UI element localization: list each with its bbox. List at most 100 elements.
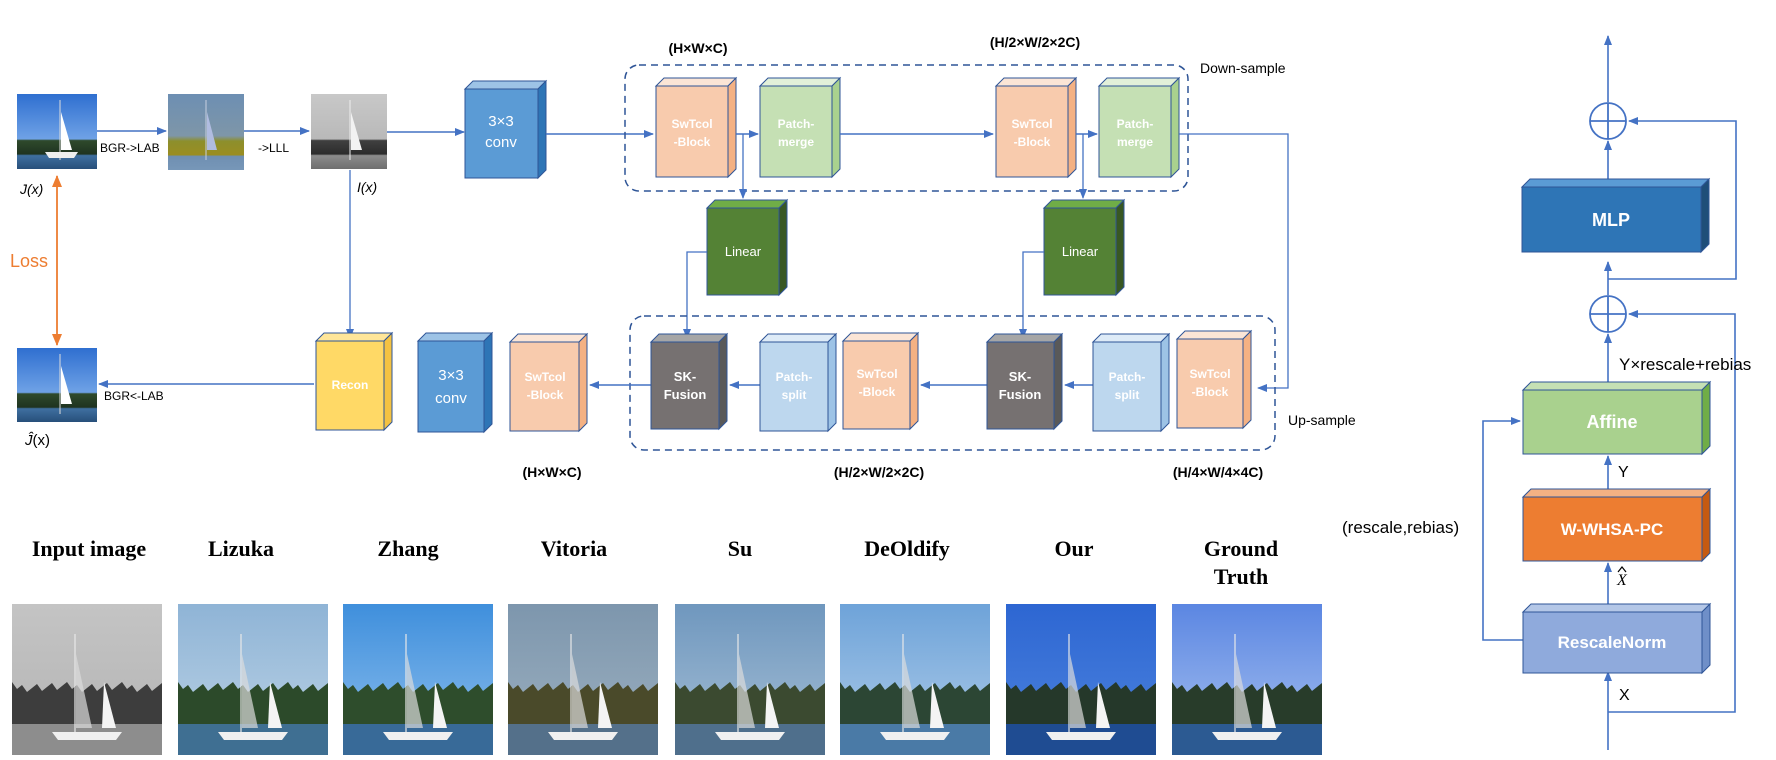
- patchmerge2-line2: merge: [1117, 135, 1153, 149]
- conv-top-line2: conv: [485, 134, 517, 151]
- bgr-back-label: BGR<-LAB: [104, 389, 164, 403]
- swtcol-in-line1: SwTcol: [1189, 367, 1230, 381]
- input-caption: J(x): [19, 181, 43, 197]
- recon-label: Recon: [332, 378, 369, 392]
- affine-out-label: Y×rescale+rebias: [1619, 355, 1751, 374]
- side-path: [1482, 417, 1523, 641]
- swtcol-out-line2: -Block: [527, 388, 564, 402]
- upsample-label: Up-sample: [1288, 412, 1356, 428]
- upsample-region: [629, 315, 1276, 451]
- patchsplit2-line1: Patch-: [1109, 370, 1146, 384]
- patch-split-block-1: [758, 332, 838, 433]
- bgr-lab-label: BGR->LAB: [100, 141, 160, 155]
- header-zhang: Zhang: [377, 536, 438, 561]
- linear-block-1: [705, 198, 789, 297]
- rescalenorm-block: [1521, 602, 1712, 675]
- conv-top-line1: 3×3: [488, 113, 513, 130]
- output-caption: Ĵ(x): [24, 432, 50, 449]
- patch-split-block-2: [1091, 332, 1171, 433]
- residual-input: [1608, 310, 1736, 713]
- comparison-image-zhang: [343, 604, 493, 755]
- comparison-headers: Input image Lizuka Zhang Vitoria Su DeOl…: [32, 536, 1278, 589]
- swtcol-mid-line1: SwTcol: [856, 367, 897, 381]
- patch-merge-block-1: [758, 76, 842, 179]
- patchsplit2-line2: split: [1115, 388, 1140, 402]
- dim-bottom-2: (H/2×W/2×2C): [834, 464, 924, 480]
- skfusion1-line2: Fusion: [664, 387, 707, 402]
- dim-bottom-1: (H×W×C): [522, 464, 581, 480]
- swtcol-block-out: [508, 332, 589, 433]
- add-circle-bottom-icon: [1589, 295, 1627, 333]
- patch-merge-block-2: [1097, 76, 1181, 179]
- linear2-label: Linear: [1062, 244, 1099, 259]
- swtcol-out-line1: SwTcol: [524, 370, 565, 384]
- mlp-label: MLP: [1592, 210, 1630, 230]
- patchmerge1-line1: Patch-: [778, 117, 815, 131]
- dim-top-2: (H/2×W/2×2C): [990, 34, 1080, 50]
- swtcol-block-in: [1175, 329, 1253, 430]
- swtcol2-line1: SwTcol: [1011, 117, 1052, 131]
- arrow-bottleneck: [1179, 133, 1289, 392]
- comparison-image-su: [675, 604, 825, 755]
- sk-fusion-block-2: [985, 332, 1064, 431]
- header-vitoria: Vitoria: [541, 536, 607, 561]
- mlp-block: [1520, 177, 1711, 254]
- affine-label: Affine: [1587, 412, 1638, 432]
- swtcol-in-line2: -Block: [1192, 385, 1229, 399]
- comparison-image-our: [1006, 604, 1156, 755]
- whsa-block: [1521, 487, 1712, 563]
- add-circle-top-icon: [1589, 102, 1627, 140]
- comparison-image-input: [12, 604, 162, 755]
- downsample-label: Down-sample: [1200, 60, 1286, 76]
- output-image-thumbnail: [17, 348, 97, 422]
- patchmerge1-line2: merge: [778, 135, 814, 149]
- skfusion2-line2: Fusion: [999, 387, 1042, 402]
- header-su: Su: [728, 536, 752, 561]
- swtcol-block-1: [654, 76, 738, 179]
- gray-image-thumbnail: [311, 94, 387, 169]
- sk-fusion-block-1: [649, 332, 729, 431]
- xhat-label: X: [1616, 572, 1628, 589]
- dim-top-1: (H×W×C): [668, 40, 727, 56]
- swtcol-mid-line2: -Block: [859, 385, 896, 399]
- swtcol-block-mid: [841, 331, 920, 431]
- skfusion1-line1: SK-: [674, 369, 696, 384]
- swtcol1-line2: -Block: [674, 135, 711, 149]
- side-label: (rescale,rebias): [1342, 518, 1459, 537]
- recon-block: [314, 331, 394, 432]
- xhat-hat-mark: [1617, 566, 1627, 573]
- header-input-image: Input image: [32, 536, 147, 561]
- conv-block-bottom: [416, 331, 494, 434]
- swtcol-block-2: [994, 76, 1078, 179]
- linear1-label: Linear: [725, 244, 762, 259]
- downsample-region: [624, 64, 1189, 192]
- linear-block-2: [1042, 198, 1126, 297]
- comparison-images: [12, 604, 1322, 755]
- comparison-image-deoldify: [840, 604, 990, 755]
- header-our: Our: [1054, 536, 1093, 561]
- comparison-image-ground-truth: [1172, 604, 1322, 755]
- header-ground: Ground: [1204, 536, 1278, 561]
- y-label: Y: [1618, 464, 1629, 481]
- dim-bottom-3: (H/4×W/4×4C): [1173, 464, 1263, 480]
- arrow-linear1-to-skfusion1: [683, 251, 707, 339]
- residual-mid: [1608, 117, 1737, 280]
- conv-block-top: [463, 79, 548, 180]
- skfusion2-line1: SK-: [1009, 369, 1031, 384]
- header-truth: Truth: [1214, 564, 1269, 589]
- x-label: X: [1619, 687, 1630, 704]
- patchsplit1-line2: split: [782, 388, 807, 402]
- comparison-image-vitoria: [508, 604, 658, 755]
- lab-image-thumbnail: [168, 94, 244, 170]
- swtcol1-line1: SwTcol: [671, 117, 712, 131]
- conv-bottom-line1: 3×3: [438, 367, 463, 384]
- header-lizuka: Lizuka: [208, 536, 274, 561]
- loss-label: Loss: [10, 251, 48, 271]
- header-deoldify: DeOldify: [864, 536, 950, 561]
- input-image-thumbnail: [17, 94, 97, 169]
- lll-label: ->LLL: [258, 141, 289, 155]
- patchmerge2-line1: Patch-: [1117, 117, 1154, 131]
- swtcol2-line2: -Block: [1014, 135, 1051, 149]
- gray-caption: I(x): [357, 179, 377, 195]
